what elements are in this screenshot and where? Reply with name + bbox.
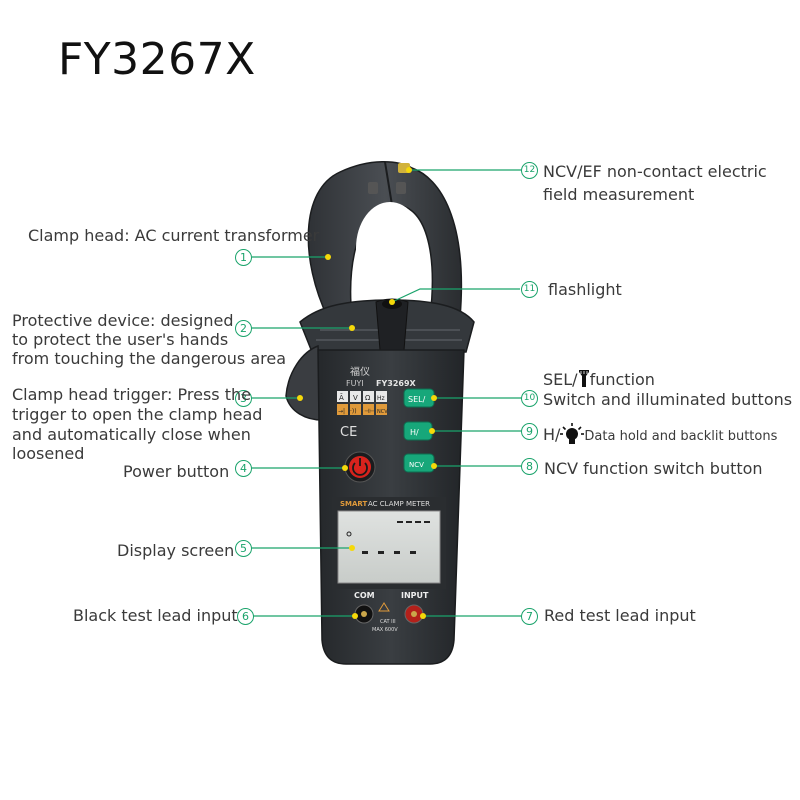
label-sel-function: SEL/function (543, 370, 655, 390)
symbol-ncv: NCV (377, 409, 388, 415)
max-rating: MAX 600V (372, 627, 398, 633)
ce-mark: CE (340, 425, 357, 440)
callout-number-5: 5 (235, 540, 252, 557)
panel-title-smart: SMART (340, 500, 368, 508)
function-symbols: Ã V Ω Hz →| ·)) ⊣⊢ NCV (337, 391, 388, 415)
lcd-segments (346, 521, 430, 554)
label-flashlight: flashlight (548, 280, 622, 299)
clamp-trigger (285, 344, 323, 421)
symbol-ohm: Ω (365, 394, 371, 402)
label-black-input: Black test lead input (73, 606, 238, 625)
jaw-marker-right (396, 182, 406, 194)
input-jack (404, 604, 424, 624)
callout-number-6: 6 (237, 608, 254, 625)
power-button (344, 451, 376, 483)
label-hold-text: Data hold and backlit buttons (584, 429, 778, 444)
label-ncv-ef-line1: NCV/EF non-contact electric (543, 162, 767, 181)
panel-title: AC CLAMP METER (368, 500, 430, 508)
label-sel-prefix: SEL/ (543, 370, 578, 389)
callout-number-7: 7 (521, 608, 538, 625)
leader-lines (252, 169, 521, 617)
label-ncv-button: NCV function switch button (544, 459, 763, 478)
callout-number-1: 1 (235, 249, 252, 266)
symbol-capacitance: ⊣⊢ (364, 408, 374, 415)
symbol-volt: V (353, 394, 358, 402)
symbol-diode: →| (338, 408, 345, 415)
symbol-continuity: ·)) (350, 408, 357, 415)
hold-button: H/ (403, 421, 433, 441)
label-power-button: Power button (123, 462, 230, 481)
label-protective-line3: from touching the dangerous area (12, 349, 286, 368)
label-protective-line1: Protective device: designed (12, 311, 234, 330)
label-hold: H/Data hold and backlit buttons (543, 423, 777, 447)
label-hold-prefix: H/ (543, 425, 561, 444)
callout-number-9: 9 (521, 423, 538, 440)
label-trigger-line3: and automatically close when (12, 425, 251, 444)
com-label: COM (354, 591, 375, 600)
model-label: FY3269X (376, 379, 417, 388)
callout-number-8: 8 (521, 458, 538, 475)
label-trigger-line2: trigger to open the clamp head (12, 405, 263, 424)
marker-dots (297, 167, 437, 619)
callout-number-11: 11 (521, 281, 538, 298)
svg-text:NCV: NCV (409, 461, 424, 469)
callout-number-3: 3 (235, 390, 252, 407)
com-jack (354, 604, 374, 624)
brand-name: FUYI (346, 379, 364, 388)
svg-text:SEL/: SEL/ (408, 395, 426, 404)
label-ncv-ef-line2: field measurement (543, 185, 695, 204)
ncv-button: NCV (403, 453, 435, 473)
callout-number-4: 4 (235, 460, 252, 477)
label-trigger-line1: Clamp head trigger: Press the (12, 385, 251, 404)
label-display-screen: Display screen (117, 541, 235, 560)
label-clamp-head: Clamp head: AC current transformer (28, 226, 320, 245)
cat-rating: CAT III (380, 619, 396, 625)
input-label: INPUT (401, 591, 429, 600)
callout-number-12: 12 (521, 162, 538, 179)
label-red-input: Red test lead input (544, 606, 696, 625)
label-protective-line2: to protect the user's hands (12, 330, 229, 349)
symbol-hz: Hz (377, 395, 385, 402)
jaw-marker-left (368, 182, 378, 194)
brand-cn: 福仪 (350, 365, 370, 378)
callout-number-10: 10 (521, 390, 538, 407)
symbol-acamp: Ã (339, 393, 344, 402)
page-title: FY3267X (58, 34, 256, 85)
warning-icon (378, 602, 390, 612)
svg-text:H/: H/ (410, 428, 419, 437)
flashlight-icon (578, 370, 589, 387)
label-sel-suffix: function (589, 370, 655, 389)
label-trigger-line4: loosened (12, 444, 85, 463)
callout-number-2: 2 (235, 320, 252, 337)
display-screen (337, 510, 441, 584)
sel-button: SEL/ (403, 388, 435, 408)
clamp-opening (356, 202, 424, 294)
label-sel-line2: Switch and illuminated buttons (543, 390, 793, 409)
bulb-icon (560, 423, 585, 444)
